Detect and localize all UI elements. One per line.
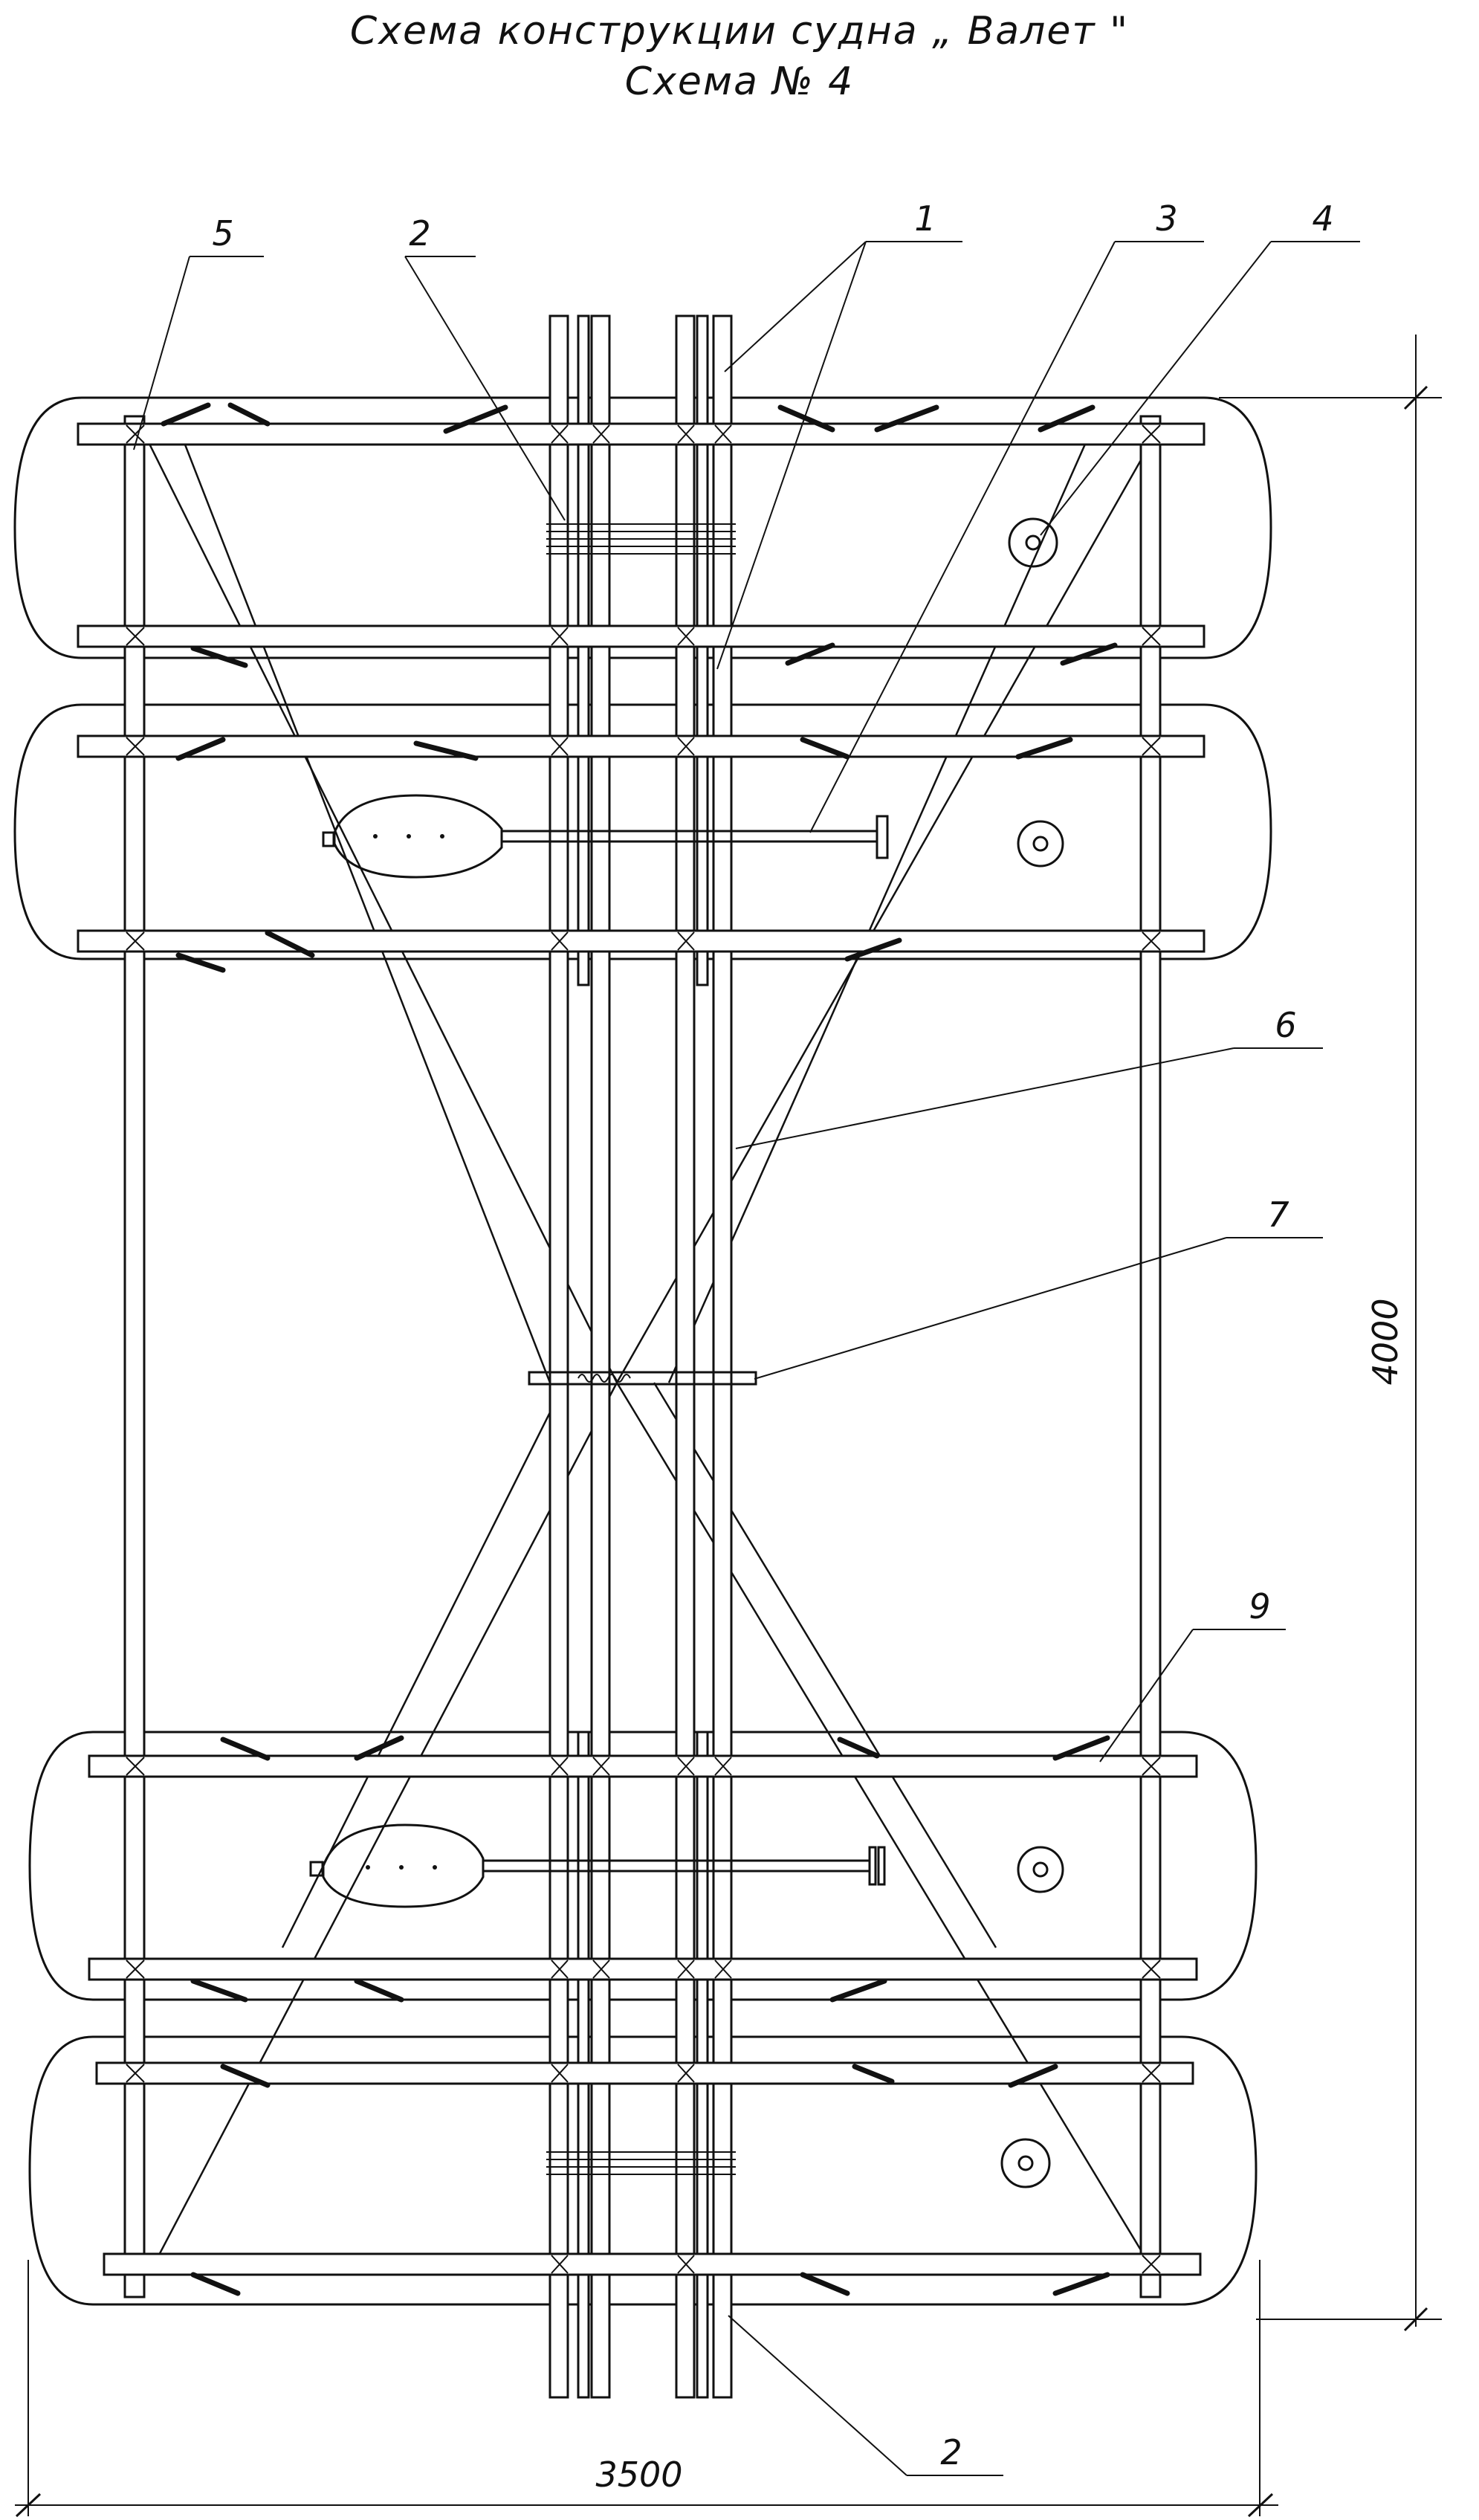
- callout-1-top: 1: [914, 198, 936, 239]
- diagonal-braces: [140, 427, 1161, 2275]
- callout-5-top: 5: [212, 213, 233, 253]
- drawing-title: Схема конструкции судна „ Валет ": [349, 9, 1130, 54]
- callout-4-top: 4: [1312, 198, 1333, 239]
- width-dimension: [15, 2260, 1278, 2518]
- paddle-icon: [309, 1823, 886, 1908]
- lashing-marks: [126, 424, 1161, 2274]
- callout-3-top: 3: [1156, 198, 1177, 239]
- binding-wraps: [546, 523, 736, 2175]
- callout-2-top: 2: [409, 213, 430, 253]
- float-top-1: [13, 396, 1272, 659]
- outer-longitudinal-beams: [123, 415, 1162, 2298]
- callout-2-bottom: 2: [940, 2432, 962, 2472]
- float-bottom-2: [28, 2035, 1258, 2306]
- drawing-subtitle: Схема № 4: [624, 59, 855, 104]
- valve-icon: [1000, 517, 1064, 2188]
- callout-7: 7: [1267, 1195, 1289, 1235]
- callout-6: 6: [1275, 1005, 1296, 1045]
- width-dimension-label: 3500: [595, 2455, 682, 2495]
- height-dimension: [1219, 335, 1442, 2332]
- central-longitudinal-beams: [548, 314, 733, 2399]
- callout-9: 9: [1249, 1586, 1270, 1626]
- cross-beams: [77, 422, 1205, 2276]
- float-strap-hatching: [161, 402, 1118, 2296]
- paddle-icon: [322, 794, 889, 879]
- height-dimension-label: 4000: [1365, 1298, 1405, 1385]
- callout-leaders: [133, 241, 1360, 2476]
